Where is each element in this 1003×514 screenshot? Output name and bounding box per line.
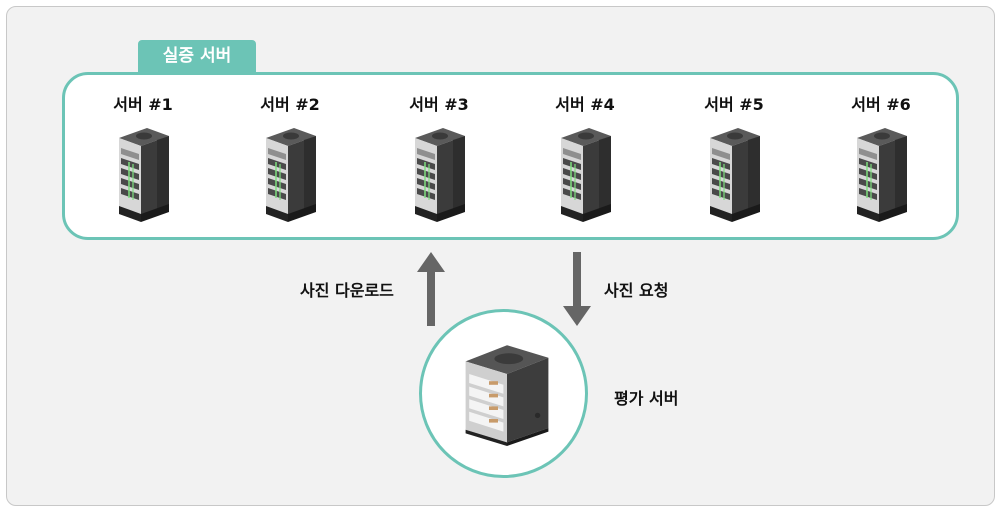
server-5: 서버 #5	[679, 94, 789, 224]
server-3: 서버 #3	[384, 94, 494, 224]
request-flow-label: 사진 요청	[604, 281, 669, 300]
server-rack-icon	[113, 124, 173, 224]
server-4-label: 서버 #4	[555, 95, 615, 114]
arrow-down-icon	[563, 252, 591, 326]
server-rack-icon	[851, 124, 911, 224]
server-6: 서버 #6	[826, 94, 936, 224]
server-5-label: 서버 #5	[704, 95, 764, 114]
server-rack-icon	[462, 332, 552, 452]
group-title-tab: 실증 서버	[138, 40, 256, 73]
server-1: 서버 #1	[88, 94, 198, 224]
server-2-label: 서버 #2	[260, 95, 320, 114]
server-6-label: 서버 #6	[851, 95, 911, 114]
eval-server-circle	[419, 309, 588, 478]
server-1-label: 서버 #1	[113, 95, 173, 114]
server-3-label: 서버 #3	[409, 95, 469, 114]
server-rack-icon	[555, 124, 615, 224]
server-4: 서버 #4	[530, 94, 640, 224]
server-2: 서버 #2	[235, 94, 345, 224]
server-rack-icon	[704, 124, 764, 224]
server-rack-icon	[409, 124, 469, 224]
eval-server-label: 평가 서버	[614, 389, 679, 408]
server-rack-icon	[260, 124, 320, 224]
test-server-group	[62, 72, 959, 240]
arrow-up-icon	[417, 252, 445, 326]
download-flow-label: 사진 다운로드	[300, 281, 394, 300]
